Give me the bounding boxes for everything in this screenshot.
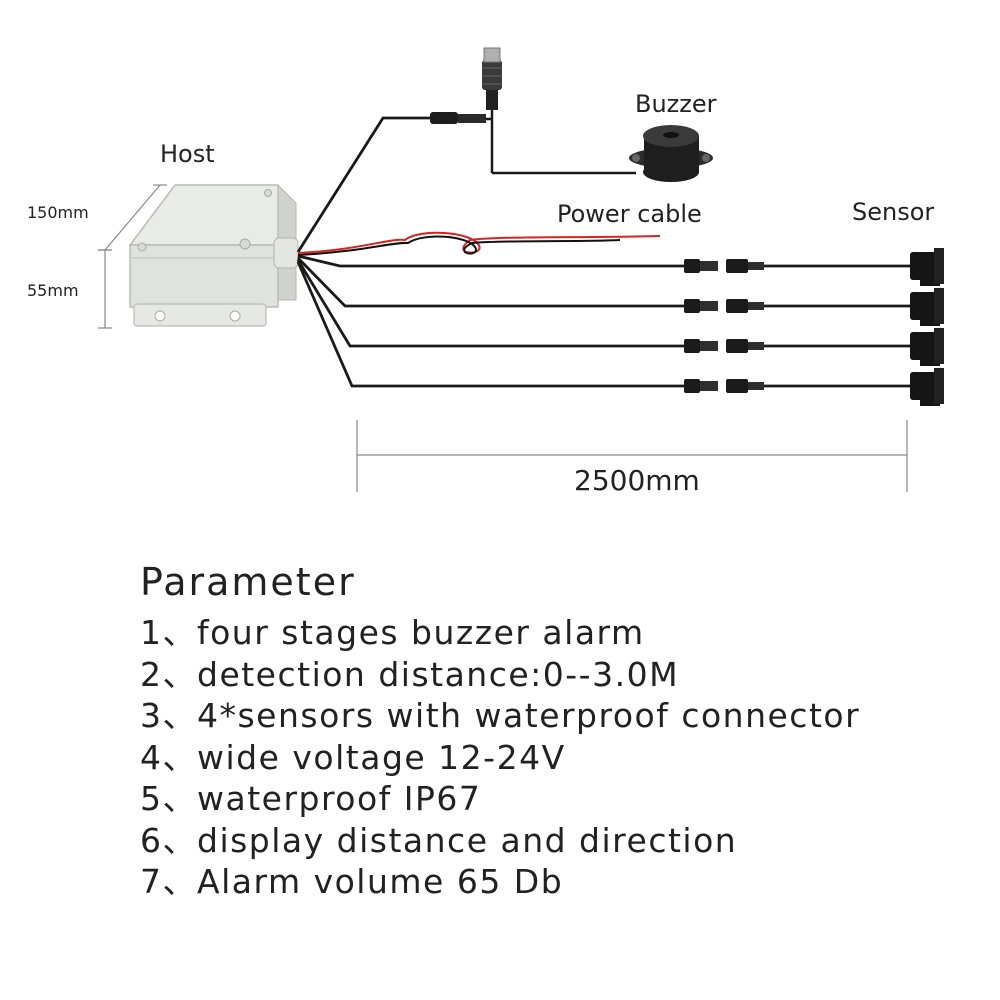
parameter-item: 4、wide voltage 12-24V: [140, 737, 566, 777]
sensor-face: [934, 368, 944, 404]
width-dimension-label: 150mm: [27, 203, 89, 222]
cable-connector-male: [684, 339, 700, 353]
sensor-bracket: [920, 278, 940, 286]
wiring-diagram: Host Buzzer Power cable Sensor 150mm 55m…: [27, 47, 944, 497]
parameter-item: 2、detection distance:0--3.0M: [140, 654, 680, 694]
parameter-item: 3、4*sensors with waterproof connector: [140, 696, 861, 735]
cable-length-label: 2500mm: [574, 464, 700, 497]
parameters-list: 1、four stages buzzer alarm 2、detection d…: [140, 612, 980, 903]
power-cable: [297, 231, 661, 256]
height-dimension-label: 55mm: [27, 281, 79, 300]
parameter-item: 5、waterproof IP67: [140, 779, 482, 818]
cable-connector-female-tail: [748, 382, 764, 390]
dimension-lines: [98, 184, 908, 492]
sensor-bracket: [920, 318, 940, 326]
cable-connector-male: [684, 299, 700, 313]
cable-connector-male: [684, 259, 700, 273]
sensor-line: [684, 368, 944, 406]
cable-connector-female-tail: [748, 262, 764, 270]
cable-connector-female-tail: [748, 342, 764, 350]
cable-connector-male-nut: [700, 341, 718, 351]
parameter-item: 7、Alarm volume 65 Db: [140, 862, 564, 901]
cable-connector-male-nut: [700, 301, 718, 311]
power-cable-label: Power cable: [557, 200, 702, 228]
sensor-bracket: [920, 398, 940, 406]
sensor-bracket: [920, 358, 940, 366]
sensor-face: [934, 288, 944, 324]
cable-connector-male-nut: [700, 381, 718, 391]
sensor-line: [684, 328, 944, 366]
parameter-item: 6、display distance and direction: [140, 820, 738, 860]
cable-connector-male: [684, 379, 700, 393]
host-box: [128, 183, 299, 327]
buzzer-connector: [430, 47, 636, 175]
sensor-face: [934, 248, 944, 284]
cable-connector-female: [726, 339, 748, 353]
parameters-heading: Parameter: [140, 560, 356, 604]
sensor-group: [684, 248, 944, 406]
host-cables: [296, 116, 685, 388]
cable-connector-female-tail: [748, 302, 764, 310]
buzzer-icon: [629, 125, 713, 182]
parameter-item: 1、four stages buzzer alarm: [140, 613, 645, 652]
cable-connector-female: [726, 299, 748, 313]
sensor-line: [684, 288, 944, 326]
buzzer-label: Buzzer: [635, 90, 717, 118]
sensor-face: [934, 328, 944, 364]
sensor-label: Sensor: [852, 198, 934, 226]
sensor-line: [684, 248, 944, 286]
cable-connector-male-nut: [700, 261, 718, 271]
parameters-section: Parameter 1、four stages buzzer alarm 2、d…: [140, 560, 980, 903]
cable-connector-female: [726, 259, 748, 273]
host-label: Host: [160, 140, 215, 168]
cable-connector-female: [726, 379, 748, 393]
